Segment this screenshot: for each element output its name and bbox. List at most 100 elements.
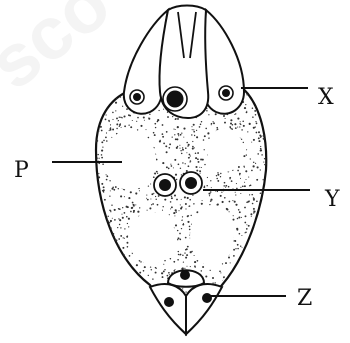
stipple-dot xyxy=(203,186,205,188)
stipple-dot xyxy=(170,201,172,203)
stipple-dot xyxy=(269,163,271,165)
stipple-dot xyxy=(135,192,137,194)
stipple-dot xyxy=(242,263,244,265)
stipple-dot xyxy=(94,212,96,214)
stipple-dot xyxy=(125,264,126,265)
stipple-dot xyxy=(163,270,165,272)
stipple-dot xyxy=(141,287,143,289)
stipple-dot xyxy=(232,124,234,126)
stipple-dot xyxy=(189,226,191,228)
stipple-dot xyxy=(167,275,169,277)
stipple-dot xyxy=(146,195,147,196)
stipple-dot xyxy=(97,237,99,239)
stipple-dot xyxy=(132,120,133,121)
stipple-dot xyxy=(265,203,266,204)
stipple-dot xyxy=(186,152,187,153)
stipple-dot xyxy=(101,150,103,152)
stipple-dot xyxy=(249,291,251,293)
stipple-dot xyxy=(245,104,246,105)
stipple-dot xyxy=(107,91,109,93)
stipple-dot xyxy=(98,158,99,159)
stipple-dot xyxy=(178,163,180,165)
stipple-dot xyxy=(172,116,173,117)
stipple-dot xyxy=(260,150,262,152)
stipple-dot xyxy=(114,219,116,221)
stipple-dot xyxy=(131,207,133,209)
stipple-dot xyxy=(104,232,106,234)
stipple-dot xyxy=(122,207,123,208)
stipple-dot xyxy=(268,193,270,195)
stipple-dot xyxy=(102,284,104,286)
stipple-dot xyxy=(178,254,179,255)
stipple-dot xyxy=(116,117,118,119)
stipple-dot xyxy=(241,263,243,265)
stipple-dot xyxy=(260,212,261,213)
antipodal-nucleus-right xyxy=(202,293,212,303)
stipple-dot xyxy=(185,203,187,205)
stipple-dot xyxy=(118,208,120,210)
stipple-dot xyxy=(214,282,215,283)
stipple-dot xyxy=(105,274,107,276)
stipple-dot xyxy=(235,204,237,206)
stipple-dot xyxy=(142,283,144,285)
stipple-dot xyxy=(242,273,243,274)
stipple-dot xyxy=(248,288,250,290)
stipple-dot xyxy=(120,195,122,197)
stipple-dot xyxy=(238,166,240,168)
stipple-dot xyxy=(209,195,210,196)
stipple-dot xyxy=(236,188,238,190)
stipple-dot xyxy=(95,116,97,118)
stipple-dot xyxy=(169,214,170,215)
stipple-dot xyxy=(185,208,186,209)
stipple-dot xyxy=(150,183,151,184)
stipple-dot xyxy=(177,126,179,128)
stipple-dot xyxy=(234,297,236,299)
stipple-dot xyxy=(236,183,237,184)
stipple-dot xyxy=(246,154,247,155)
stipple-dot xyxy=(213,122,215,124)
stipple-dot xyxy=(177,239,178,240)
stipple-dot xyxy=(188,144,190,146)
stipple-dot xyxy=(239,174,240,175)
stipple-dot xyxy=(223,276,225,278)
stipple-dot xyxy=(104,280,106,282)
stipple-dot xyxy=(109,130,110,131)
stipple-dot xyxy=(216,204,218,206)
stipple-dot xyxy=(116,251,117,252)
stipple-dot xyxy=(151,193,153,195)
stipple-dot xyxy=(95,179,97,181)
stipple-dot xyxy=(268,265,270,267)
stipple-dot xyxy=(253,260,254,261)
stipple-dot xyxy=(117,258,119,260)
stipple-dot xyxy=(108,261,109,262)
stipple-dot xyxy=(122,106,123,107)
stipple-dot xyxy=(163,109,164,110)
stipple-dot xyxy=(162,133,164,135)
stipple-dot xyxy=(101,99,103,101)
stipple-dot xyxy=(204,135,206,137)
stipple-dot xyxy=(110,227,112,229)
stipple-dot xyxy=(156,171,158,173)
stipple-dot xyxy=(176,138,178,140)
stipple-dot xyxy=(98,215,99,216)
stipple-dot xyxy=(155,127,156,128)
stipple-dot xyxy=(229,126,231,128)
stipple-dot xyxy=(122,217,124,219)
stipple-dot xyxy=(253,211,255,213)
stipple-dot xyxy=(95,101,97,103)
stipple-dot xyxy=(100,126,102,128)
stipple-dot xyxy=(115,249,117,251)
stipple-dot xyxy=(194,135,195,136)
stipple-dot xyxy=(264,164,265,165)
stipple-dot xyxy=(108,94,110,96)
stipple-dot xyxy=(174,215,175,216)
stipple-dot xyxy=(260,218,262,220)
stipple-dot xyxy=(93,210,94,211)
stipple-dot xyxy=(208,114,209,115)
stipple-dot xyxy=(197,158,199,160)
stipple-dot xyxy=(261,154,263,156)
stipple-dot xyxy=(262,272,264,274)
stipple-dot xyxy=(171,197,173,199)
label-p: P xyxy=(14,158,29,183)
